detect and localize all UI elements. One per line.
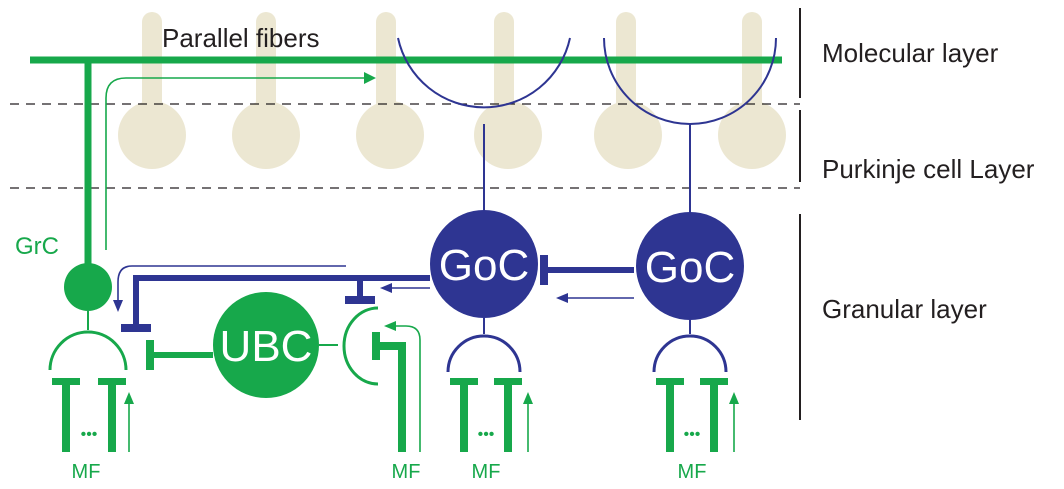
arrowhead xyxy=(556,293,568,303)
arrowhead xyxy=(380,283,392,293)
mf-terminal-grc: ••• MF xyxy=(52,378,134,483)
parallel-fibers-label: Parallel fibers xyxy=(162,23,320,53)
goc-cell-1: GoC xyxy=(397,37,571,373)
mf-label: MF xyxy=(472,461,501,483)
ubc-label: UBC xyxy=(220,322,313,371)
grc-glomerulus-cup xyxy=(48,330,128,371)
mf-label: MF xyxy=(72,461,101,483)
inhibitory-terminal xyxy=(345,296,375,304)
goc-label: GoC xyxy=(439,241,529,290)
mf-dots: ••• xyxy=(81,426,98,443)
mf-terminal-ubc: MF xyxy=(372,321,421,483)
mf-label: MF xyxy=(678,461,707,483)
inhibitory-terminal xyxy=(540,255,548,285)
ubc-cell xyxy=(213,292,319,398)
grc-signal-arrow xyxy=(105,77,366,250)
mf-dots: ••• xyxy=(684,426,701,443)
mf-terminal-goc-1: ••• MF xyxy=(450,378,533,483)
purkinje-cell xyxy=(594,12,662,169)
mf-terminal-goc-2: ••• MF xyxy=(656,378,739,483)
goc-signal-arrow xyxy=(117,265,346,300)
grc-cell xyxy=(64,263,112,311)
arrowhead xyxy=(113,300,123,312)
arrowhead xyxy=(124,392,134,404)
layer-boundaries xyxy=(10,103,800,189)
mf-label: MF xyxy=(392,461,421,483)
ubc-brush-cup xyxy=(342,306,379,386)
goc-cell-2: GoC xyxy=(603,37,777,373)
arrowhead xyxy=(523,392,533,404)
layer-label-purkinje: Purkinje cell Layer xyxy=(822,154,1035,184)
arrowhead xyxy=(384,321,396,331)
purkinje-cell xyxy=(356,12,424,169)
layer-label-molecular: Molecular layer xyxy=(822,38,999,68)
purkinje-cell xyxy=(718,12,786,169)
layer-label-granular: Granular layer xyxy=(822,294,987,324)
arrowhead xyxy=(364,72,376,84)
inhibitory-terminal xyxy=(121,324,151,332)
goc-label: GoC xyxy=(645,243,735,292)
goc-axon-to-grc xyxy=(133,275,430,326)
arrowhead xyxy=(729,392,739,404)
mf-dots: ••• xyxy=(478,426,495,443)
grc-label: GrC xyxy=(15,233,59,260)
ubc-terminal xyxy=(146,340,154,370)
